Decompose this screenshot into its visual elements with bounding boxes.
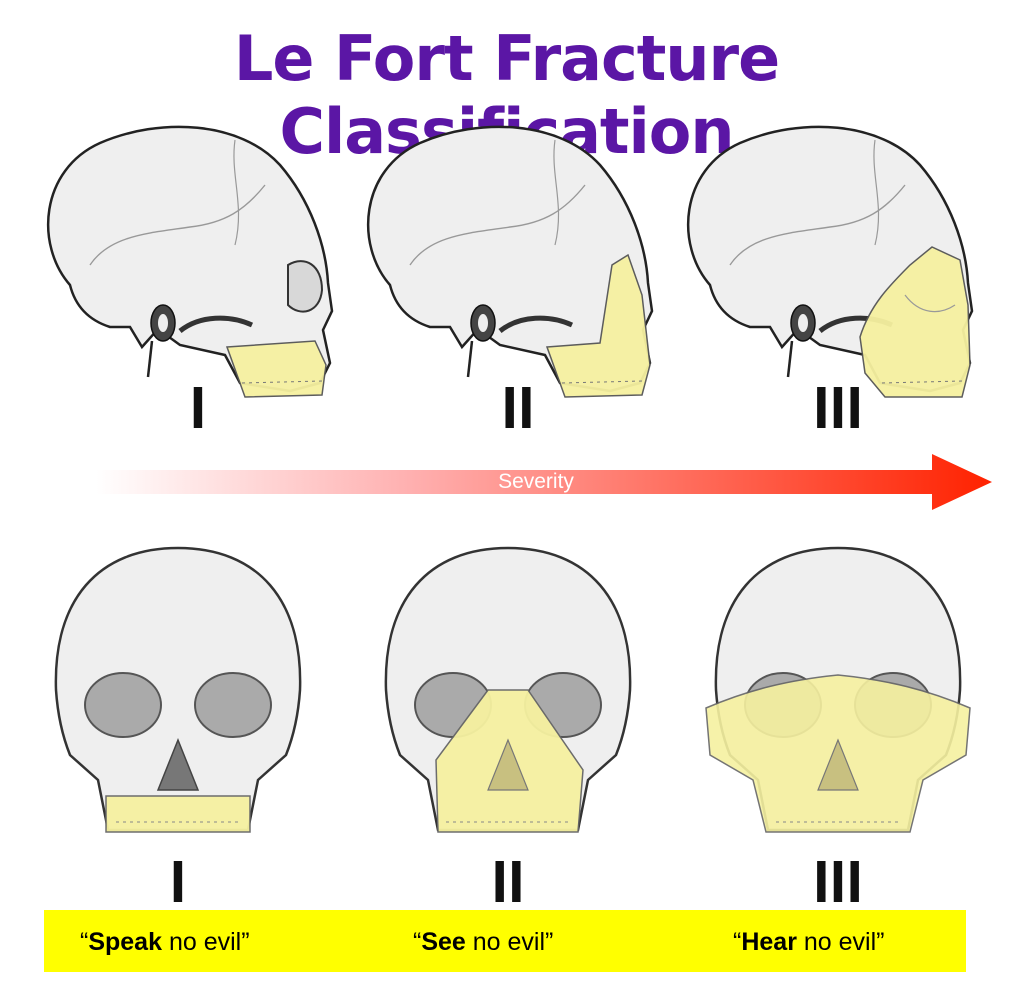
mnemonic-keyword: Hear bbox=[741, 928, 797, 956]
lateral-label-1: I bbox=[189, 377, 207, 442]
frontal-label-1: I bbox=[169, 851, 187, 916]
lateral-label-3: III bbox=[812, 377, 863, 442]
lateral-label-2: II bbox=[501, 377, 535, 442]
mnemonic-keyword: Speak bbox=[88, 928, 162, 956]
mnemonic-see: “See no evil” bbox=[413, 928, 554, 956]
frontal-skull-type-1 bbox=[54, 546, 302, 833]
mnemonic-keyword: See bbox=[421, 928, 466, 956]
lateral-skull-type-3 bbox=[686, 125, 974, 398]
mnemonic-bar bbox=[44, 910, 966, 972]
mnemonic-speak: “Speak no evil” bbox=[80, 928, 250, 956]
severity-arrow bbox=[96, 454, 992, 510]
frontal-skull-type-2 bbox=[384, 546, 632, 833]
severity-label: Severity bbox=[498, 470, 574, 493]
frontal-label-2: II bbox=[491, 851, 525, 916]
frontal-label-3: III bbox=[812, 851, 863, 916]
lateral-skull-type-2 bbox=[366, 125, 654, 398]
mnemonic-hear: “Hear no evil” bbox=[733, 928, 885, 956]
lateral-skull-type-1 bbox=[46, 125, 334, 398]
frontal-skull-type-3 bbox=[705, 546, 971, 833]
